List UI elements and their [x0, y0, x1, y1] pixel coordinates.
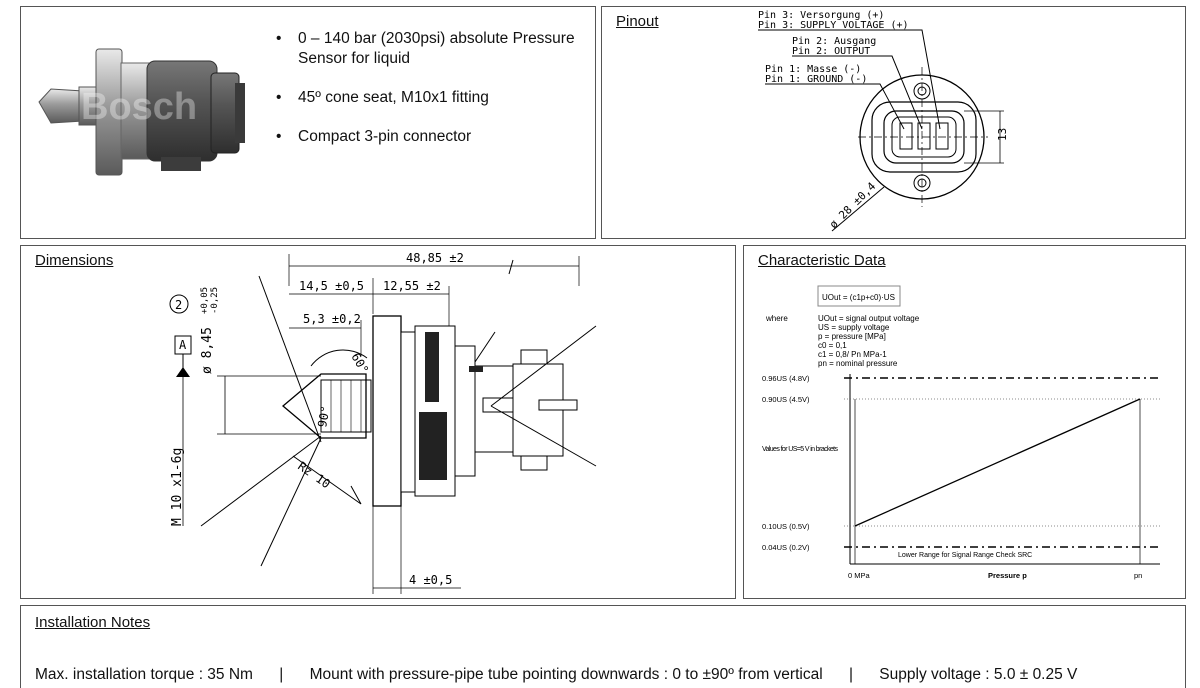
- dim-5-3: 5,3 ±0,2: [303, 312, 361, 326]
- roughness-label: Rz 10: [295, 459, 333, 491]
- feature-item: 0 – 140 bar (2030psi) absolute Pressure …: [276, 29, 598, 69]
- installation-notes: Max. installation torque : 35 Nm | Mount…: [35, 666, 1077, 684]
- installation-panel: Installation Notes Max. installation tor…: [20, 605, 1186, 688]
- characteristic-chart: UOut = (c1p+c0)·US where UOut = signal o…: [762, 285, 1160, 580]
- datum-a: A: [179, 338, 187, 352]
- watermark-text: Bosch: [81, 86, 197, 128]
- dim-diameter-8-45: ø 8,45: [200, 327, 215, 374]
- installation-title: Installation Notes: [35, 614, 151, 631]
- tol-upper: +0,05: [200, 287, 210, 314]
- pinout-panel: Pinout Pin 3: Versorgung (+) Pin 3: SUPP…: [601, 6, 1186, 239]
- dim-12-55: 12,55 ±2: [383, 279, 441, 293]
- dimensions-title: Dimensions: [35, 252, 114, 269]
- where-label: where: [765, 314, 788, 323]
- level-label: 0.96US (4.8V): [762, 374, 810, 383]
- characteristic-line: [854, 398, 1141, 527]
- values-note: Values for US=5 V in brackets: [762, 446, 839, 453]
- separator: |: [848, 666, 853, 683]
- supply-note: Supply voltage : 5.0 ± 0.25 V: [879, 666, 1078, 683]
- feature-item: Compact 3-pin connector: [276, 127, 598, 147]
- characteristic-panel: Characteristic Data UOut = (c1p+c0)·US w…: [743, 245, 1186, 599]
- formula: UOut = (c1p+c0)·US: [822, 293, 895, 302]
- tol-lower: -0,25: [210, 287, 220, 314]
- product-panel: Bosch 0 – 140 bar (2030psi) absolute Pre…: [20, 6, 596, 239]
- dimensions-panel: Dimensions 48,85 ±2 14,5 ±0,5 12,55 ±2 5…: [20, 245, 736, 599]
- feature-list: 0 – 140 bar (2030psi) absolute Pressure …: [276, 29, 598, 166]
- dimension-drawing: 48,85 ±2 14,5 ±0,5 12,55 ±2 5,3 ±0,2 2 +…: [169, 251, 597, 594]
- level-label: 0.10US (0.5V): [762, 522, 810, 531]
- pin-label: Pin 2: Ausgang: [792, 36, 876, 47]
- circle-number: 2: [175, 298, 182, 312]
- lower-range-label: Lower Range for Signal Range Check SRC: [898, 552, 1032, 559]
- pin-label: Pin 3: Versorgung (+): [758, 10, 884, 21]
- sensor-photo: Bosch: [38, 48, 245, 176]
- dim-overall: 48,85 ±2: [406, 251, 464, 265]
- characteristic-title: Characteristic Data: [758, 252, 886, 269]
- pinout-title: Pinout: [616, 13, 659, 30]
- feature-item: 45º cone seat, M10x1 fitting: [276, 88, 598, 108]
- dim-13: 13: [996, 128, 1009, 141]
- def-line: c1 = 0,8/ Pn MPa-1: [818, 350, 887, 359]
- dim-4: 4 ±0,5: [409, 573, 452, 587]
- angle-90: 90°: [315, 405, 333, 429]
- pinout-drawing: Pin 3: Versorgung (+) Pin 3: SUPPLY VOLT…: [758, 10, 1009, 232]
- dim-diameter: ø 28 ±0,4: [827, 180, 879, 232]
- x-axis-label: Pressure p: [988, 571, 1027, 580]
- pin-label: Pin 2: OUTPUT: [792, 46, 870, 57]
- separator: |: [279, 666, 284, 683]
- torque-note: Max. installation torque : 35 Nm: [35, 666, 253, 683]
- x-end-label: pn: [1134, 571, 1142, 580]
- def-line: US = supply voltage: [818, 323, 890, 332]
- pin-label: Pin 3: SUPPLY VOLTAGE (+): [758, 20, 909, 31]
- def-line: UOut = signal output voltage: [818, 314, 920, 323]
- thread-label: M 10 x1-6g: [170, 448, 185, 526]
- def-line: p = pressure [MPa]: [818, 332, 886, 341]
- x-start-label: 0 MPa: [848, 571, 871, 580]
- angle-60: 60°: [348, 351, 371, 377]
- pin-label: Pin 1: Masse (-): [765, 64, 861, 75]
- pin-label: Pin 1: GROUND (-): [765, 74, 867, 85]
- level-label: 0.04US (0.2V): [762, 543, 810, 552]
- def-line: pn = nominal pressure: [818, 359, 898, 368]
- def-line: c0 = 0,1: [818, 341, 847, 350]
- level-label: 0.90US (4.5V): [762, 395, 810, 404]
- mount-note: Mount with pressure-pipe tube pointing d…: [309, 666, 823, 683]
- dim-14-5: 14,5 ±0,5: [299, 279, 364, 293]
